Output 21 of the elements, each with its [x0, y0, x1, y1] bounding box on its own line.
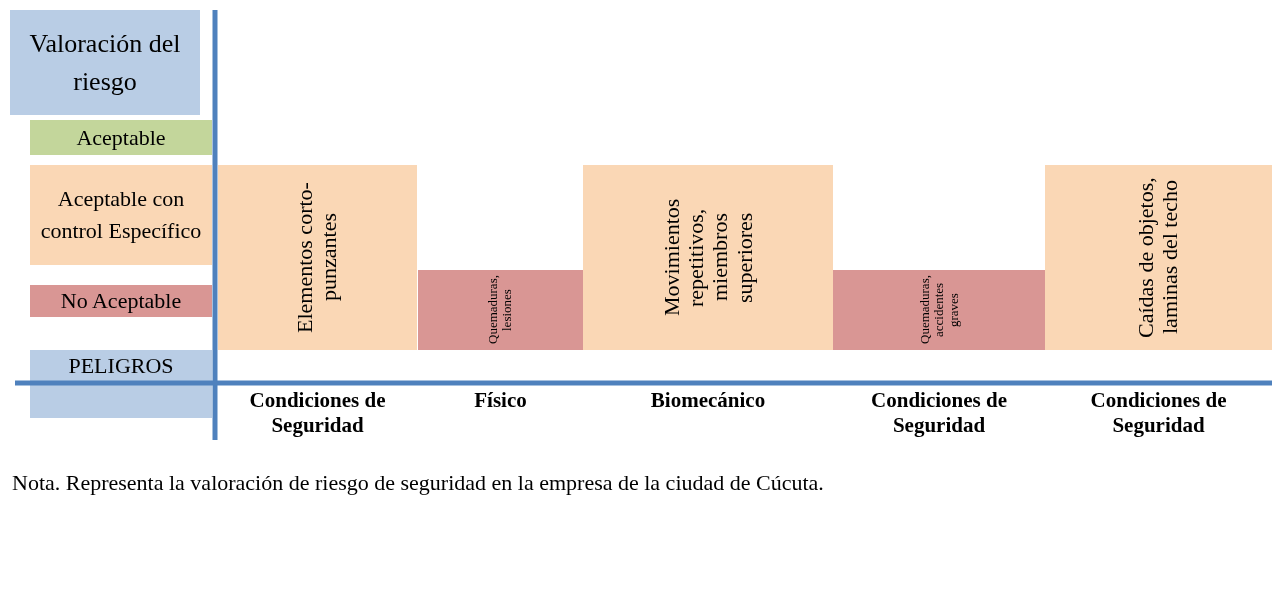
caption: Nota. Representa la valoración de riesgo de seguridad en la empresa de la ciudad de Cúcuta. — [12, 469, 825, 497]
category-label: Condiciones de Seguridad — [870, 388, 1008, 438]
risk-bar — [218, 165, 417, 350]
hazard-heading: PELIGROS — [68, 352, 174, 380]
category-label: Biomecánico — [649, 388, 767, 413]
bar-label: Quemaduras, accidentes graves — [917, 274, 961, 347]
category-label: Condiciones de Seguridad — [1089, 388, 1228, 438]
legend-label: Aceptable con control Específico — [39, 185, 203, 245]
legend-label: No Aceptable — [59, 287, 183, 315]
category-label: Físico — [473, 388, 528, 413]
risk-bar — [1045, 165, 1272, 350]
bar-label: Quemaduras, lesiones — [486, 274, 515, 347]
legend-label: Aceptable — [75, 123, 167, 152]
risk-bar — [833, 270, 1045, 350]
heading-text: Valoración del riesgo — [28, 27, 182, 98]
bar-label: Caídas de objetos, laminas del techo — [1134, 176, 1183, 340]
risk-bar — [418, 270, 583, 350]
bar-label: Elementos corto-punzantes — [293, 181, 342, 335]
category-label: Condiciones de Seguridad — [248, 388, 387, 438]
risk-bar — [583, 165, 833, 350]
bar-label: Movimientos repetitivos, miembros superiores — [659, 197, 757, 319]
